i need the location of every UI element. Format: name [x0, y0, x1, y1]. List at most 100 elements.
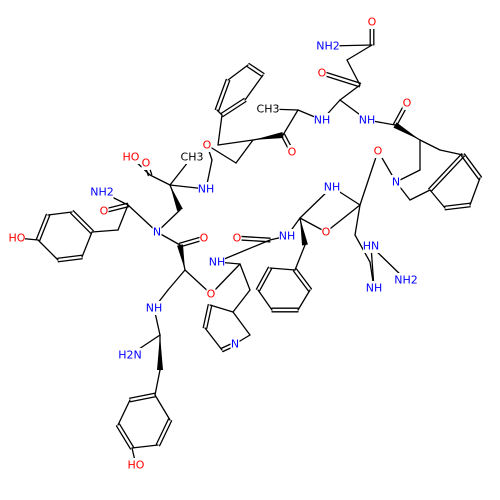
atom-label-nim: N: [231, 338, 239, 351]
bond-101-1: [128, 392, 156, 399]
atom-label-ho2: HO: [9, 232, 26, 245]
label-bg-ho2: [9, 231, 25, 245]
atom-label-hn1: HN: [363, 240, 380, 253]
bond-53-1: [72, 210, 94, 232]
bond-85-0: [354, 234, 371, 263]
bond-77-0: [257, 289, 273, 311]
atom-label-nh2a: NH2: [316, 40, 340, 53]
bond-68-0: [216, 239, 271, 263]
bond-19-0: [428, 153, 463, 190]
label-bg-nh6: [209, 255, 225, 269]
label-bg-o6: [373, 144, 383, 158]
atom-label-o11: O: [233, 232, 242, 245]
bond-96-0: [209, 304, 234, 313]
atom-label-nh6: NH: [209, 256, 226, 269]
bond-33-1: [222, 100, 247, 118]
bond-43-0: [149, 174, 171, 186]
label-bg-o2: [317, 66, 327, 80]
atom-label-ch3b: CH3: [181, 151, 204, 164]
atom-label-nh2b: NH2: [90, 186, 114, 199]
bond-69-1: [236, 235, 271, 239]
label-bg-nim: [230, 337, 240, 351]
bond-106-0: [155, 418, 170, 445]
label-bg-o4: [287, 145, 297, 159]
bond-31-0: [217, 139, 254, 146]
label-bg-o7: [321, 225, 331, 239]
bond-37-0: [218, 79, 231, 112]
atom-label-ho3: HO: [128, 459, 145, 472]
label-bg-nh5: [279, 229, 295, 243]
bond-38-0: [216, 109, 223, 116]
label-bg-ch3b: [180, 150, 204, 164]
bond-53-0: [70, 212, 92, 234]
atom-label-nh8: NH: [146, 302, 163, 315]
atom-label-o10: O: [200, 232, 209, 245]
label-bg-nh4: [198, 182, 214, 196]
stereo-wedge-layer: [157, 122, 420, 370]
label-bg-nh2a: [316, 39, 340, 53]
stereo-wedge-3: [177, 244, 185, 270]
label-bg-nh2: [359, 113, 375, 127]
bond-18-0: [429, 189, 446, 209]
bond-36-0: [227, 64, 249, 81]
atom-label-o12: O: [207, 288, 216, 301]
bond-73-0: [294, 244, 306, 271]
bond-89-0: [239, 263, 251, 291]
bond-33-0: [220, 97, 245, 115]
atom-label-nh2c: NH2: [394, 274, 418, 287]
label-bg-nring: [391, 175, 401, 189]
stereo-wedge-2: [170, 185, 183, 212]
bond-58-1: [57, 258, 83, 263]
atom-label-o7: O: [322, 226, 331, 239]
bond-15-0: [463, 153, 483, 178]
atom-label-nh2: NH: [359, 114, 376, 127]
bond-101-0: [129, 396, 157, 403]
bond-17-0: [444, 206, 471, 211]
atom-label-ho1: HO: [123, 151, 140, 164]
label-bg-n1: [152, 225, 162, 239]
bond-14-0: [439, 149, 464, 156]
bond-15-1: [460, 155, 480, 180]
label-bg-o5: [202, 138, 212, 152]
bond-layer: [16, 21, 483, 466]
atom-label-n1: N: [153, 226, 161, 239]
bond-34-0: [244, 74, 264, 101]
bond-52-0: [91, 229, 119, 233]
bond-19-1: [430, 155, 465, 192]
label-bg-nh8: [146, 301, 162, 315]
atom-label-o5: O: [203, 139, 212, 152]
label-bg-o12: [206, 287, 216, 301]
bond-103-1: [115, 425, 132, 450]
bond-2-0: [346, 44, 373, 61]
bond-74-0: [295, 268, 313, 290]
bond-48-0: [127, 204, 158, 233]
bond-103-0: [118, 423, 135, 448]
bond-63-0: [167, 269, 186, 291]
stereo-wedge-0: [393, 122, 420, 140]
label-bg-o3: [402, 96, 412, 110]
bond-51-0: [117, 204, 129, 231]
bond-91-0: [232, 311, 251, 336]
bond-16-0: [469, 177, 481, 206]
bond-95-0: [202, 303, 209, 329]
label-bg-ho3: [128, 458, 144, 472]
atom-label-h2n: H2N: [118, 349, 142, 362]
bond-107-0: [154, 394, 171, 421]
bond-95-1: [206, 304, 213, 330]
label-bg-ho1: [123, 150, 139, 164]
label-bg-h2n: [118, 348, 142, 362]
bond-4-1: [321, 70, 362, 84]
atom-label-nh5: NH: [279, 230, 296, 243]
atom-label-nh4: NH: [198, 183, 215, 196]
bond-32-0: [217, 114, 223, 146]
atom-label-layer: O NH2 O O O NH NH CH3 O O N NH O HO NH2 …: [9, 15, 418, 472]
bond-79-0: [269, 267, 296, 271]
bond-78-1: [258, 268, 273, 292]
bond-100-0: [154, 369, 161, 396]
bond-30-0: [206, 144, 237, 164]
bond-55-1: [35, 213, 47, 240]
bond-57-0: [37, 239, 59, 261]
atom-label-nh1: NH: [314, 114, 331, 127]
label-bg-nh7: [366, 281, 382, 295]
atom-label-nh7: NH: [366, 282, 383, 295]
